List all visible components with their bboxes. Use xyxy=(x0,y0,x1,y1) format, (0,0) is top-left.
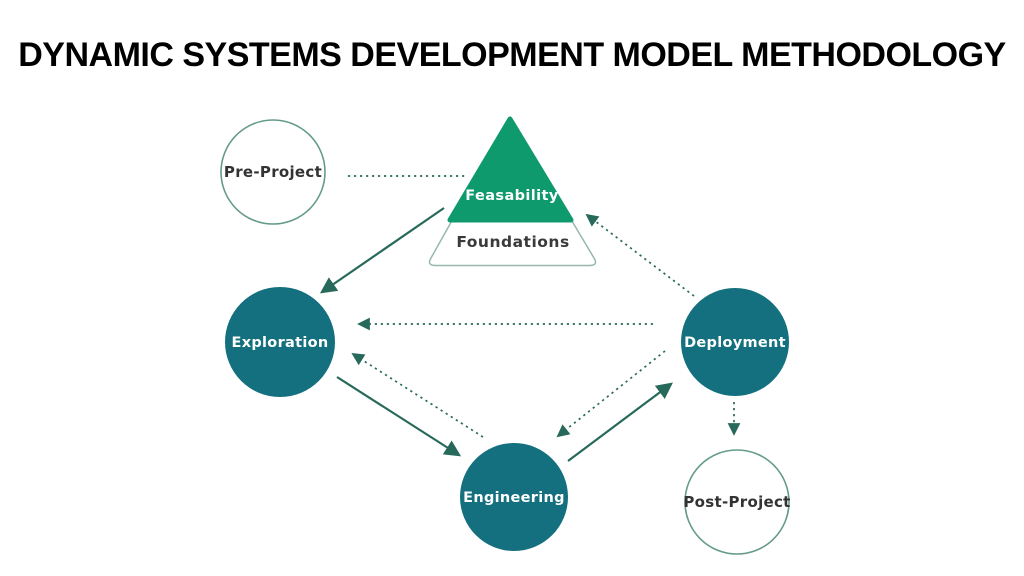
edge-exploration-to-engineering xyxy=(336,376,462,457)
edge-feasability-to-exploration xyxy=(319,207,445,294)
deployment-label: Deployment xyxy=(684,335,786,351)
nodes: Pre-Project Exploration Deployment Engin… xyxy=(220,119,790,555)
deployment-circle xyxy=(681,288,789,396)
edge-engineering-to-exploration xyxy=(351,352,484,438)
pyramid: Feasability Foundations xyxy=(428,116,597,267)
pyramid-foundations-label: Foundations xyxy=(456,233,569,251)
post-project-label: Post-Project xyxy=(683,493,790,511)
edge-deployment-to-engineering xyxy=(556,350,666,438)
edge-deployment-to-feasability xyxy=(585,213,695,297)
node-post-project: Post-Project xyxy=(683,449,790,555)
node-deployment: Deployment xyxy=(681,288,789,396)
pyramid-feasability-label: Feasability xyxy=(465,188,559,204)
pre-project-label: Pre-Project xyxy=(224,163,322,181)
exploration-label: Exploration xyxy=(232,335,329,351)
edge-engineering-to-deployment xyxy=(567,382,673,462)
node-engineering: Engineering xyxy=(460,443,568,551)
engineering-circle xyxy=(460,443,568,551)
exploration-circle xyxy=(225,287,335,397)
engineering-label: Engineering xyxy=(463,490,565,506)
edges xyxy=(319,175,741,462)
pyramid-feasability-shape xyxy=(447,116,574,223)
pre-project-circle xyxy=(220,119,326,225)
page-title: DYNAMIC SYSTEMS DEVELOPMENT MODEL METHOD… xyxy=(18,36,1006,74)
post-project-circle xyxy=(684,449,790,555)
node-exploration: Exploration xyxy=(225,287,335,397)
node-pre-project: Pre-Project xyxy=(220,119,326,225)
